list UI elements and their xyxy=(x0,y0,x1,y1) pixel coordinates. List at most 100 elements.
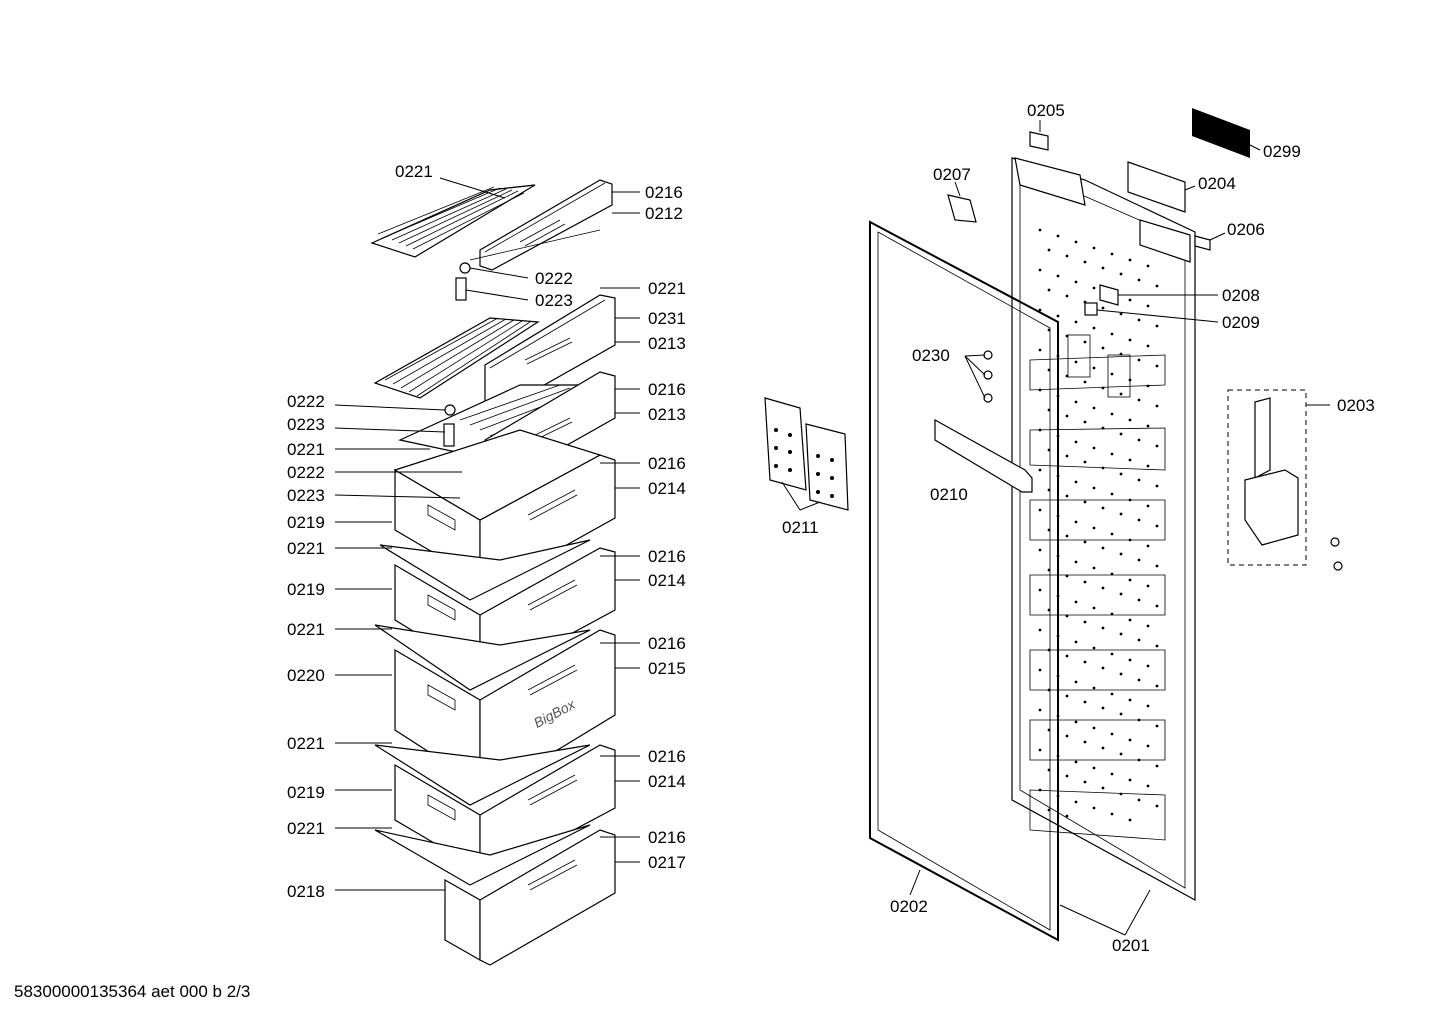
liner-dot xyxy=(1065,494,1069,498)
liner-dot xyxy=(1137,278,1141,282)
liner-dot xyxy=(1038,388,1042,392)
liner-dot xyxy=(1110,492,1114,496)
label-0299: 0299 xyxy=(1263,142,1301,161)
label-0221: 0221 xyxy=(395,162,433,181)
liner-dot xyxy=(1155,684,1159,688)
liner-dot xyxy=(1092,366,1096,370)
screws-0230 xyxy=(983,350,993,403)
label-0217: 0217 xyxy=(648,853,686,872)
liner-dot xyxy=(1110,452,1114,456)
liner-dot xyxy=(1083,500,1087,504)
liner-dot xyxy=(1074,280,1078,284)
liner-dot xyxy=(1083,420,1087,424)
liner-dot xyxy=(1110,732,1114,736)
liner-dot xyxy=(1146,264,1150,268)
liner-dot xyxy=(1137,718,1141,722)
liner-dot xyxy=(1101,746,1105,750)
liner-dot xyxy=(1083,740,1087,744)
label-0206: 0206 xyxy=(1227,220,1265,239)
liner-dot xyxy=(1092,766,1096,770)
part-0204 xyxy=(1127,161,1186,213)
liner-dot xyxy=(1110,532,1114,536)
liner-dot xyxy=(1110,772,1114,776)
label-0212: 0212 xyxy=(645,204,683,223)
liner-dot xyxy=(1128,458,1132,462)
label-0216: 0216 xyxy=(648,454,686,473)
liner-dot xyxy=(1101,786,1105,790)
liner-dot xyxy=(1119,512,1123,516)
liner-dot xyxy=(1038,308,1042,312)
liner-dot xyxy=(1065,694,1069,698)
label-0207: 0207 xyxy=(933,165,971,184)
liner-dot xyxy=(1128,778,1132,782)
liner-dot xyxy=(1119,592,1123,596)
liner-dot xyxy=(1101,386,1105,390)
liner-dot xyxy=(1092,566,1096,570)
liner-dot xyxy=(1065,574,1069,578)
label-0216: 0216 xyxy=(648,547,686,566)
liner-dot xyxy=(1155,804,1159,808)
label-0216: 0216 xyxy=(645,183,683,202)
handle-0210 xyxy=(934,418,1033,493)
hinge-0203 xyxy=(1227,389,1343,571)
liner-dot xyxy=(1083,260,1087,264)
liner-dot xyxy=(1065,454,1069,458)
liner-dot xyxy=(1155,484,1159,488)
label-0215: 0215 xyxy=(648,659,686,678)
liner-dot xyxy=(1119,272,1123,276)
liner-dot xyxy=(1146,704,1150,708)
liner-dot xyxy=(1083,620,1087,624)
liner-dot xyxy=(1146,544,1150,548)
liner-dot xyxy=(1074,440,1078,444)
liner-dot xyxy=(1092,446,1096,450)
door-gasket-0202 xyxy=(869,220,1059,942)
label-0218: 0218 xyxy=(287,882,325,901)
liner-dot xyxy=(1101,506,1105,510)
liner-dot xyxy=(1065,814,1069,818)
liner-dot xyxy=(1119,392,1123,396)
label-0223: 0223 xyxy=(287,415,325,434)
liner-dot xyxy=(1074,320,1078,324)
liner-dot xyxy=(1101,266,1105,270)
liner-dot xyxy=(1101,306,1105,310)
shelf-and-drawer-stack: BigBox xyxy=(370,179,616,966)
liner-dot xyxy=(1128,738,1132,742)
label-0216: 0216 xyxy=(648,747,686,766)
liner-dot xyxy=(1092,806,1096,810)
liner-dot xyxy=(1038,468,1042,472)
liner-dot xyxy=(1137,478,1141,482)
liner-dot xyxy=(1128,538,1132,542)
liner-dot xyxy=(1110,652,1114,656)
part-0208 xyxy=(1099,284,1119,306)
liner-dot xyxy=(1155,284,1159,288)
liner-dot xyxy=(1110,252,1114,256)
liner-dot xyxy=(1128,698,1132,702)
liner-dot xyxy=(1047,248,1051,252)
liner-dot xyxy=(1128,618,1132,622)
label-strip-0299 xyxy=(1192,108,1250,158)
label-0221: 0221 xyxy=(287,734,325,753)
liner-dot xyxy=(1065,374,1069,378)
liner-dot xyxy=(1137,398,1141,402)
liner-dot xyxy=(1074,360,1078,364)
label-0222: 0222 xyxy=(287,392,325,411)
liner-dot xyxy=(1146,784,1150,788)
liner-dot xyxy=(1074,800,1078,804)
liner-dot xyxy=(1083,540,1087,544)
liner-dot xyxy=(1128,258,1132,262)
liner-dot xyxy=(1137,318,1141,322)
label-0205: 0205 xyxy=(1027,101,1065,120)
liner-dot xyxy=(1137,798,1141,802)
liner-dot xyxy=(1047,288,1051,292)
liner-dot xyxy=(1155,444,1159,448)
label-0214: 0214 xyxy=(648,571,686,590)
liner-dot xyxy=(1146,624,1150,628)
liner-dot xyxy=(1137,438,1141,442)
liner-dot xyxy=(1074,480,1078,484)
label-0221: 0221 xyxy=(287,539,325,558)
label-0214: 0214 xyxy=(648,772,686,791)
liner-dot xyxy=(1155,564,1159,568)
liner-dot xyxy=(1038,588,1042,592)
liner-dot xyxy=(1074,600,1078,604)
liner-dot xyxy=(1110,572,1114,576)
